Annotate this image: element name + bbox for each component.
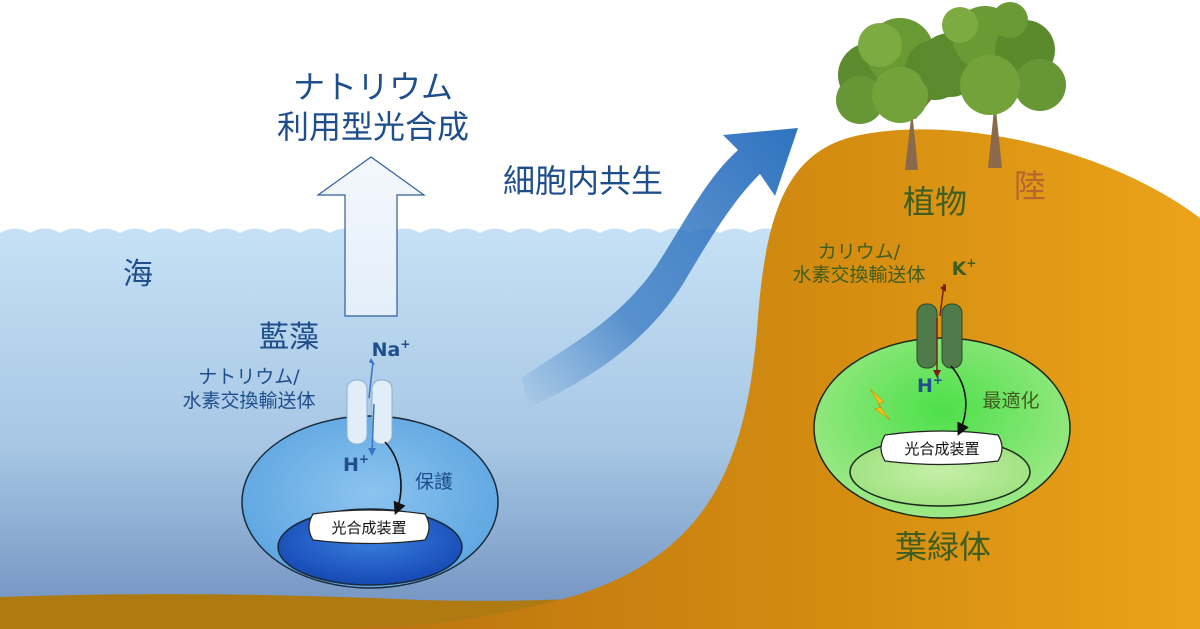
cyanobacteria-apparatus <box>308 509 430 545</box>
title-line1: ナトリウム <box>293 68 453 106</box>
sodium-transporter-icon <box>346 358 393 456</box>
sea-label: 海 <box>123 257 153 292</box>
chloroplast-ion-out: K+ <box>952 256 977 280</box>
lightning-icon <box>869 388 891 421</box>
cyanobacteria-transporter-line1: ナトリウム/ <box>198 366 300 388</box>
chloroplast-label: 葉緑体 <box>895 528 991 566</box>
cyanobacteria-ion-out: Na+ <box>372 337 411 361</box>
chloroplast-arrow-label: 最適化 <box>982 390 1039 412</box>
chloroplast-transporter-line1: カリウム/ <box>818 241 901 263</box>
chloroplast <box>813 337 1071 519</box>
cyanobacteria-ion-in: H+ <box>343 452 369 476</box>
chloroplast-ion-in: H+ <box>917 373 943 397</box>
chloroplast-apparatus <box>880 430 1003 466</box>
chloroplast-apparatus-label: 光合成装置 <box>904 440 979 458</box>
up-arrow <box>316 156 426 317</box>
cyanobacteria-cell <box>241 415 499 589</box>
cyanobacteria-protect-arrow <box>384 441 406 515</box>
plant-label: 植物 <box>903 183 967 221</box>
endosymbiosis-label: 細胞内共生 <box>503 162 663 200</box>
tree-icon <box>918 2 1066 168</box>
cyanobacteria-arrow-label: 保護 <box>415 471 453 493</box>
chloroplast-optimize-arrow <box>950 365 969 436</box>
land-label: 陸 <box>1014 167 1046 205</box>
chloroplast-transporter-line2: 水素交換輸送体 <box>792 264 925 286</box>
cyanobacteria-apparatus-label: 光合成装置 <box>331 519 406 537</box>
cyanobacteria-transporter-line2: 水素交換輸送体 <box>182 390 315 412</box>
endosymbiosis-arrow <box>522 128 798 408</box>
cyanobacteria-label: 藍藻 <box>259 320 319 355</box>
potassium-transporter-icon <box>916 283 963 378</box>
title-line2: 利用型光合成 <box>277 108 469 146</box>
